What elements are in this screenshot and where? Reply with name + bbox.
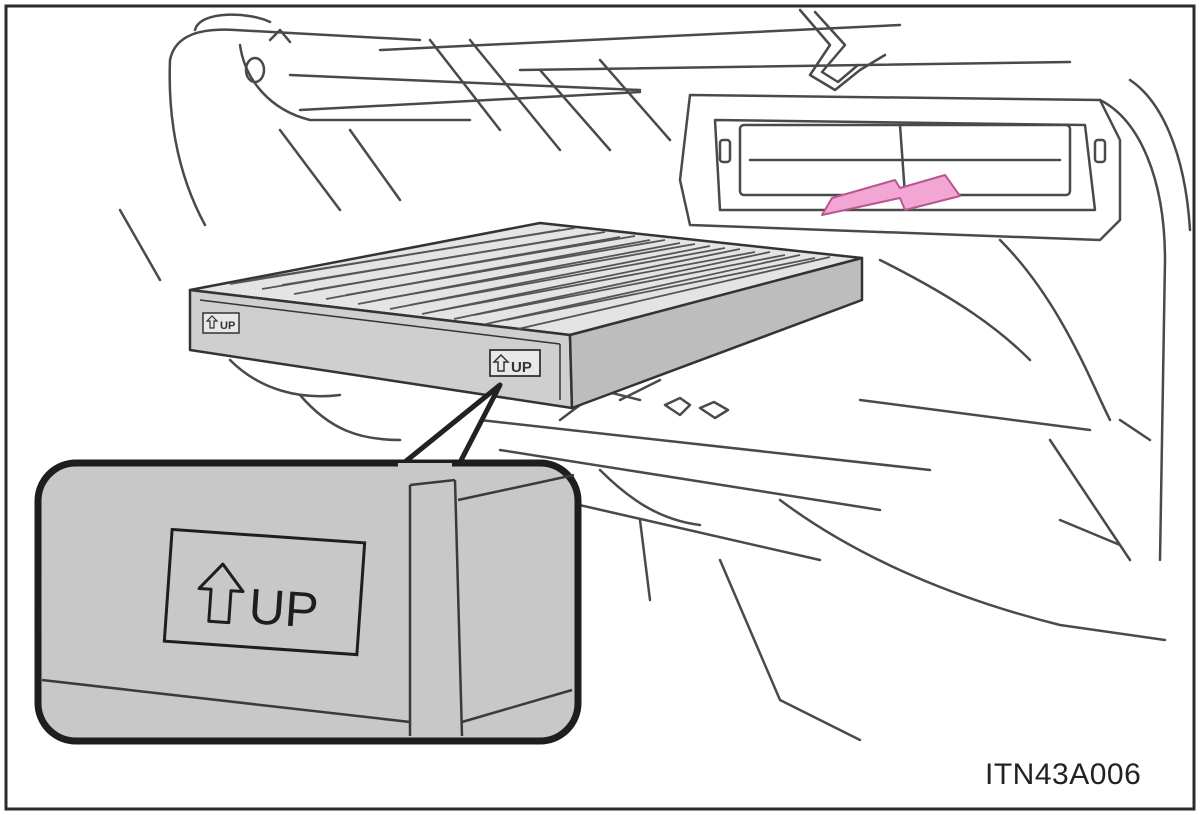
insert-arrow-icon xyxy=(821,174,961,216)
filter-up-label-right-text: UP xyxy=(511,359,532,376)
filter-up-label-left-text: UP xyxy=(220,320,235,332)
glovebox-line-art xyxy=(118,8,1192,742)
up-arrow-icon xyxy=(197,562,245,625)
figure-code: ITN43A006 xyxy=(985,758,1142,791)
filter-up-label-right: UP xyxy=(489,349,541,377)
figure-frame xyxy=(4,4,1196,811)
filter-up-label-left: UP xyxy=(202,312,240,334)
cabin-air-filter xyxy=(188,221,864,410)
callout-up-label-text: UP xyxy=(247,578,320,639)
callout-up-label-frame xyxy=(162,527,367,657)
magnified-callout: UP xyxy=(34,459,582,745)
callout-pointer xyxy=(393,382,503,474)
